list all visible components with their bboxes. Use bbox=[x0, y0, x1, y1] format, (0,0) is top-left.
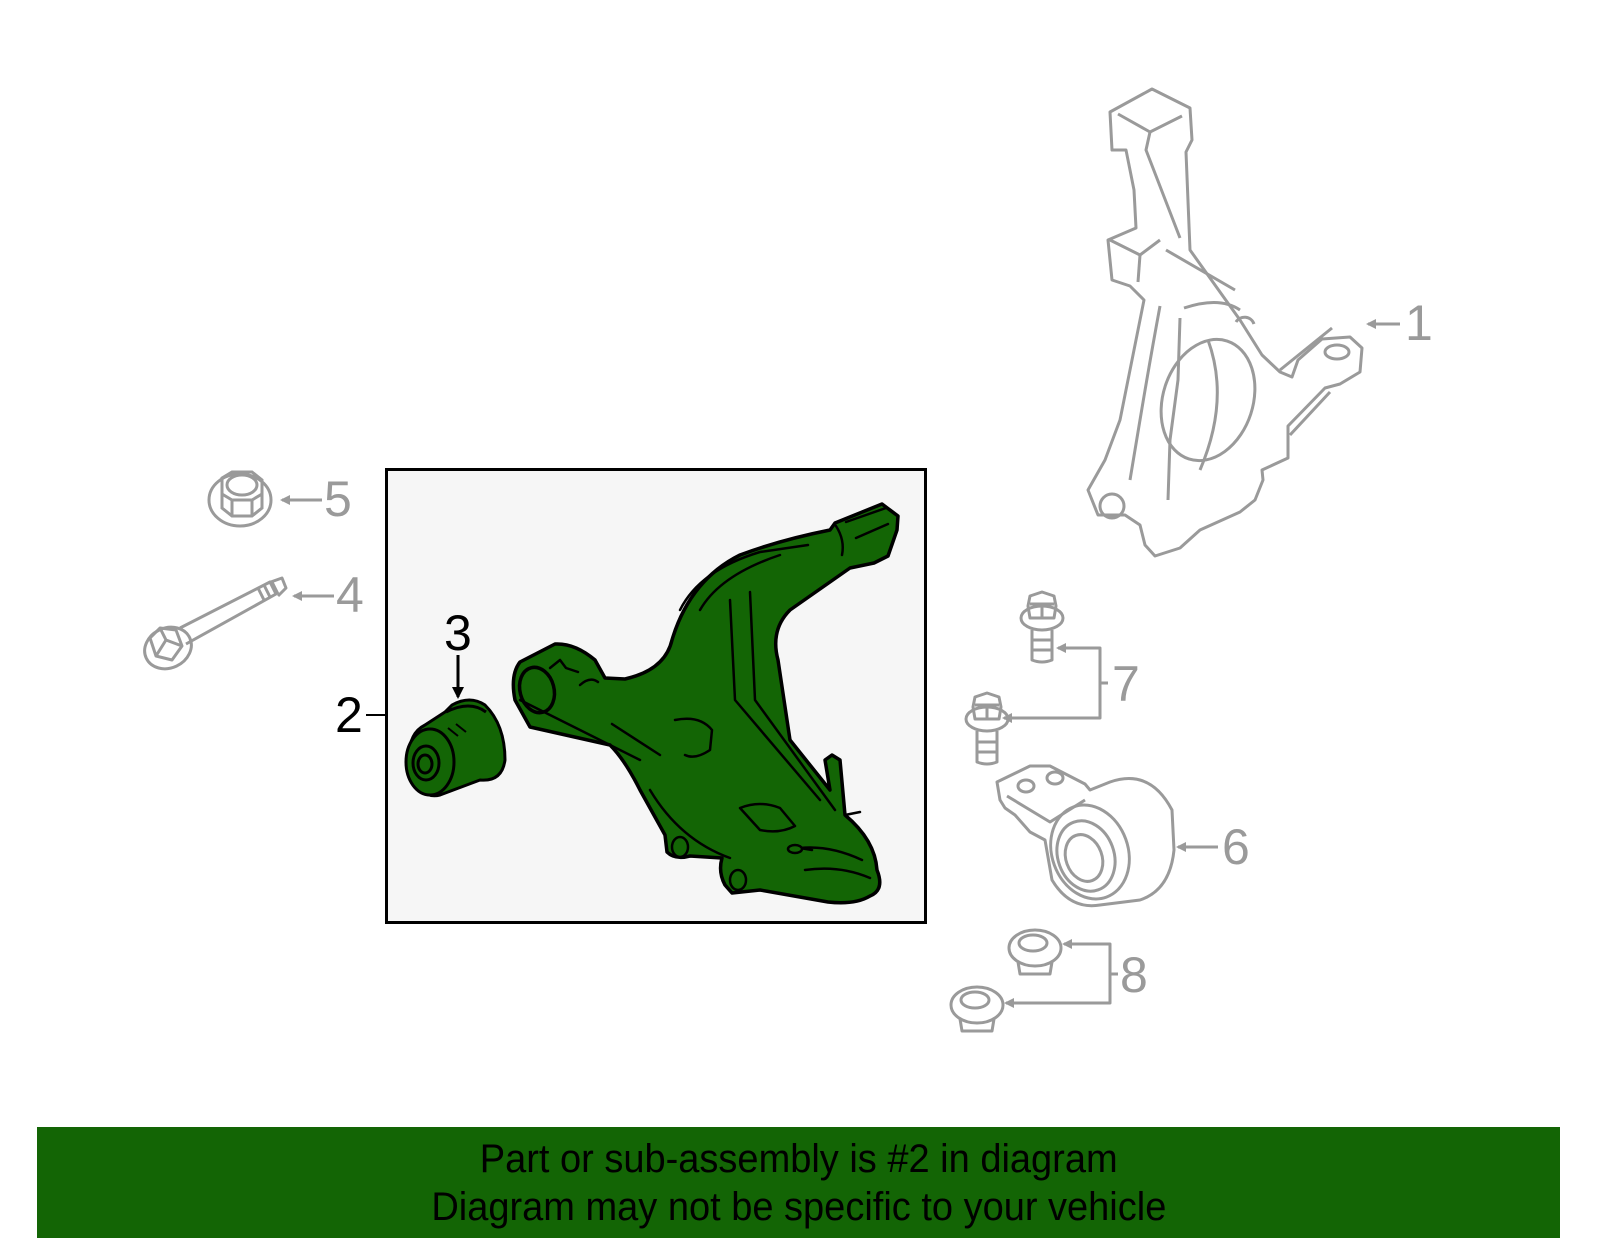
callout-6[interactable]: 6 bbox=[1222, 819, 1250, 875]
banner-line-2: Diagram may not be specific to your vehi… bbox=[430, 1184, 1166, 1229]
callout-3[interactable]: 3 bbox=[444, 605, 472, 661]
info-banner: Part or sub-assembly is #2 in diagram Di… bbox=[37, 1127, 1560, 1238]
banner-line-1: Part or sub-assembly is #2 in diagram bbox=[479, 1136, 1118, 1181]
callout-4[interactable]: 4 bbox=[336, 567, 364, 623]
callout-2[interactable]: 2 bbox=[335, 687, 363, 743]
part-1-steering-knuckle[interactable] bbox=[1086, 87, 1364, 558]
part-6-bushing-bracket[interactable] bbox=[995, 764, 1176, 910]
part-7-bolts[interactable] bbox=[964, 590, 1108, 766]
callout-5[interactable]: 5 bbox=[324, 471, 352, 527]
part-2-lower-control-arm[interactable] bbox=[511, 502, 900, 905]
part-5-nut[interactable] bbox=[207, 470, 273, 528]
part-3-bushing[interactable] bbox=[404, 698, 507, 798]
callout-7[interactable]: 7 bbox=[1112, 656, 1140, 712]
callout-1[interactable]: 1 bbox=[1405, 295, 1433, 351]
part-4-bolt[interactable] bbox=[138, 576, 288, 676]
part-8-flange-nuts[interactable] bbox=[949, 928, 1118, 1033]
callout-8[interactable]: 8 bbox=[1120, 947, 1148, 1003]
